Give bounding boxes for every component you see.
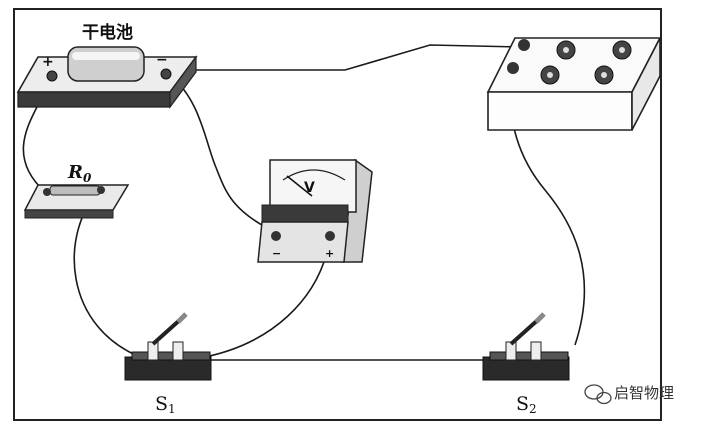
resistor-body (49, 185, 101, 196)
battery-label: 干电池 (82, 22, 133, 43)
voltmeter: V − + (257, 158, 373, 263)
resbox-side (631, 37, 661, 131)
switch-s2: S2 (482, 312, 570, 416)
voltmeter-plus-sign: + (325, 247, 334, 260)
s2-base-top (489, 351, 569, 361)
s1-post-right (172, 341, 184, 361)
watermark: 启智物理 (584, 384, 674, 405)
battery-base-side (169, 55, 197, 109)
s2-lever-handle (534, 312, 546, 324)
diagram-frame (13, 8, 662, 421)
resistor-r0: R0 (23, 162, 130, 219)
s1-lever (151, 316, 184, 346)
resbox-front (487, 91, 633, 131)
battery-terminal-minus (160, 68, 172, 80)
resistor-terminal-right (97, 186, 105, 194)
s1-lever-handle (176, 312, 188, 324)
switch2-label-s: S (516, 393, 529, 415)
voltmeter-terminal-minus (271, 231, 281, 241)
voltmeter-symbol: V (304, 180, 315, 196)
resbox-knob-2-center (619, 47, 625, 53)
voltmeter-minus-sign: − (272, 247, 281, 260)
s2-post-right (530, 341, 542, 361)
resistor-base-front (24, 209, 114, 219)
resbox-knob-4-center (601, 72, 607, 78)
resbox-terminal-top (518, 39, 530, 51)
switch2-label: S2 (516, 393, 537, 416)
voltmeter-base (257, 221, 349, 263)
switch1-label-s: S (155, 393, 168, 415)
resistor-label: R0 (67, 162, 92, 185)
resistance-box (486, 37, 662, 131)
wire-battery-to-resistor (22, 104, 46, 193)
battery-minus-sign: − (156, 52, 168, 68)
battery: + − 干电池 (16, 22, 198, 109)
resbox-knob-1-center (563, 47, 569, 53)
watermark-text: 启智物理 (614, 384, 674, 402)
voltmeter-needle (286, 175, 313, 197)
voltmeter-face (269, 159, 357, 213)
battery-terminal-plus (46, 70, 58, 82)
s1-post-left (147, 341, 159, 361)
resbox-knob-3-center (547, 72, 553, 78)
voltmeter-band (261, 204, 349, 223)
wire-battery-to-resbox (170, 44, 521, 71)
switch1-label: S1 (155, 393, 176, 416)
switch-s1: S1 (124, 312, 212, 416)
s1-base-top (131, 351, 211, 361)
battery-base-front (17, 91, 171, 108)
resistor-label-sub: 0 (83, 171, 92, 185)
s2-lever (509, 316, 542, 346)
battery-cell-highlight (72, 52, 140, 60)
resistor-terminal-left (43, 188, 51, 196)
s2-post-left (505, 341, 517, 361)
resistor-label-r: R (67, 162, 83, 183)
wire-battery-to-voltmeter (169, 74, 276, 233)
voltmeter-terminal-plus (325, 231, 335, 241)
battery-plus-sign: + (42, 54, 54, 70)
switch1-label-sub: 1 (168, 402, 176, 416)
switch2-label-sub: 2 (529, 402, 537, 416)
wechat-icon (584, 384, 612, 405)
resbox-terminal-bottom (507, 62, 519, 74)
